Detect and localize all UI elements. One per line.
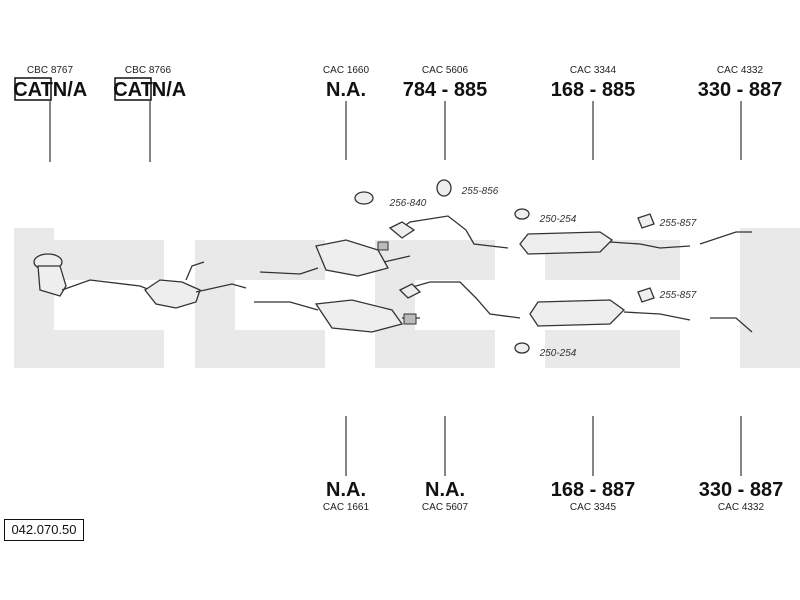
upper-middle-silencer [259, 239, 411, 277]
bottom-label-1: N.A. CAC 1661 [323, 416, 370, 513]
tail-pipe [395, 215, 509, 249]
part-price: 168 - 885 [551, 79, 636, 101]
part-code: CAC 3345 [570, 502, 617, 513]
part-ref: 255-857 [659, 290, 697, 301]
tail-pipe [401, 281, 521, 319]
hanger-icon [637, 287, 655, 303]
watermark-logo [14, 228, 800, 368]
silencer-outlet [383, 255, 411, 263]
rubber-mount-icon [354, 191, 374, 205]
clamp-icon [514, 208, 530, 220]
top-label-5: CAC 3344 168 - 885 [551, 65, 636, 160]
lower-tail-pipe [398, 281, 521, 319]
upper-rear-silencer: 250-254 255-857 [514, 208, 752, 255]
lower-rear-silencer: 255-857 250-254 [514, 287, 753, 359]
intermediate-pipe [259, 267, 319, 275]
part-price: 784 - 885 [403, 79, 488, 101]
part-price: N.A. [425, 479, 465, 501]
rear-silencer [519, 231, 614, 255]
part-code: CAC 3344 [570, 65, 617, 76]
cat-badge: CAT [113, 79, 153, 101]
part-ref: 250-254 [539, 214, 577, 225]
cat-badge-frame [114, 77, 152, 101]
part-price: N.A. [326, 79, 366, 101]
part-ref: 250-254 [539, 348, 577, 359]
catalytic-converter [144, 279, 201, 309]
clamp-icon [403, 313, 417, 325]
sensor-pipe [185, 261, 205, 281]
part-code: CAC 1661 [323, 502, 370, 513]
part-price: N/A [152, 79, 186, 101]
top-label-3: CAC 1660 N.A. [323, 65, 370, 160]
catalytic-converter-assembly [33, 253, 247, 309]
tail-end-pipe [710, 317, 753, 333]
top-label-6: CAC 4332 330 - 887 [698, 65, 783, 160]
middle-silencer [315, 239, 389, 277]
part-code: CAC 4332 [718, 502, 765, 513]
flange-gasket-icon [388, 221, 416, 239]
part-price: 168 - 887 [551, 479, 636, 501]
part-code: CAC 4332 [717, 65, 764, 76]
part-price: N/A [53, 79, 87, 101]
part-code: CAC 5607 [422, 502, 469, 513]
part-ref: 255-856 [461, 186, 499, 197]
tail-end-pipe [699, 231, 752, 245]
middle-silencer [314, 299, 404, 333]
front-pipe [61, 279, 161, 295]
part-code: CBC 8766 [125, 65, 172, 76]
part-code: CBC 8767 [27, 65, 74, 76]
top-label-4: CAC 5606 784 - 885 [403, 65, 488, 160]
part-code: CAC 5606 [422, 65, 469, 76]
rear-outlet-pipe [609, 241, 691, 249]
flange-gasket-icon [398, 283, 422, 299]
upper-tail-pipe: 256-840 255-856 [354, 179, 509, 249]
top-label-2: CBC 8766 CAT N/A [113, 65, 186, 162]
rear-silencer [529, 299, 626, 327]
rubber-ring-icon [436, 179, 452, 197]
part-ref: 255-857 [659, 218, 697, 229]
clamp-icon [514, 342, 530, 354]
bottom-label-3: 168 - 887 CAC 3345 [551, 416, 636, 513]
hanger-icon [637, 213, 655, 229]
part-price: N.A. [326, 479, 366, 501]
top-label-1: CBC 8767 CAT N/A [13, 65, 87, 162]
clamp-icon [377, 241, 389, 251]
bottom-label-2: N.A. CAC 5607 [422, 416, 469, 513]
cat-outlet-pipe [195, 283, 247, 293]
part-ref: 256-840 [389, 198, 427, 209]
bottom-label-4: 330 - 887 CAC 4332 [699, 416, 784, 513]
intermediate-pipe [254, 301, 319, 311]
lower-middle-silencer [254, 299, 420, 333]
part-code: CAC 1660 [323, 65, 370, 76]
downpipe [37, 265, 67, 297]
rear-outlet-pipe [623, 311, 691, 321]
part-price: 330 - 887 [699, 479, 784, 501]
cat-badge: CAT [13, 79, 53, 101]
cat-badge-frame [14, 77, 52, 101]
part-price: 330 - 887 [698, 79, 783, 101]
document-number: 042.070.50 [4, 519, 84, 541]
